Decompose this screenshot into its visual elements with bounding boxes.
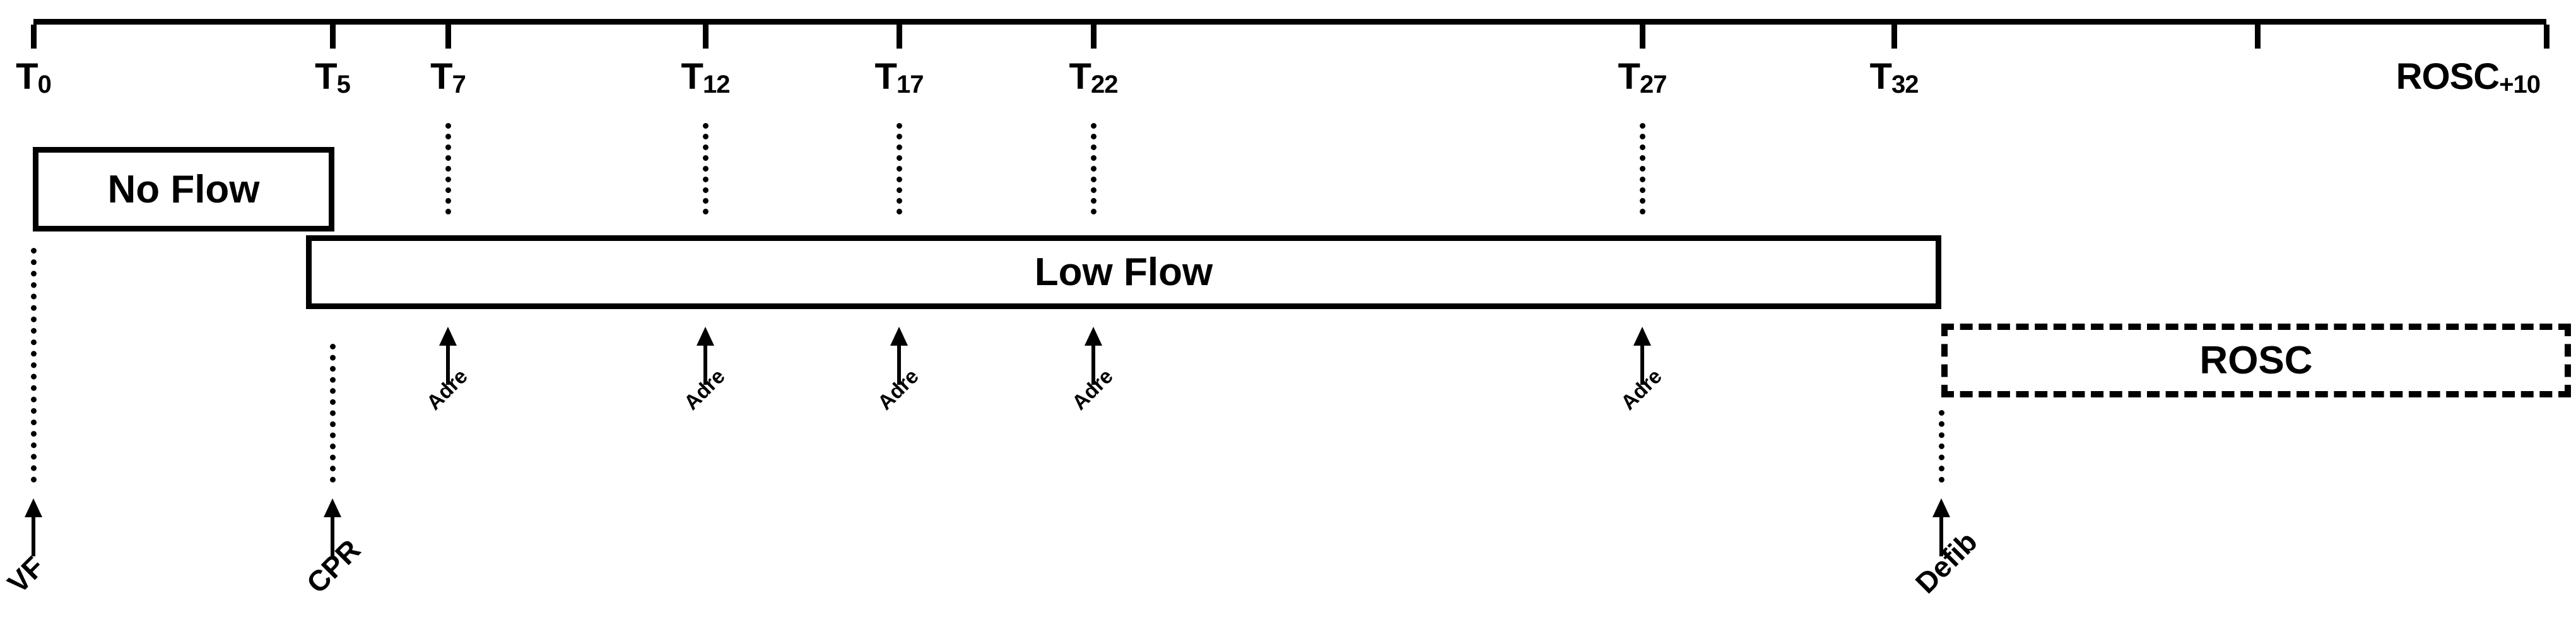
adre-t27-arrow-icon	[1630, 327, 1655, 385]
time-label-t17: T17	[874, 56, 924, 98]
time-label-t0: T0	[16, 56, 52, 98]
axis-tick-tick-unlabeled	[2255, 25, 2261, 49]
adre-t22-arrow-icon	[1081, 327, 1106, 385]
time-label-subscript: 27	[1639, 71, 1667, 98]
time-label-subscript: 12	[702, 71, 730, 98]
arrow-shaft	[1091, 343, 1095, 385]
arrow-shaft	[1939, 515, 1943, 556]
time-label-base: T	[1869, 56, 1892, 97]
arrow-head-icon	[890, 327, 908, 346]
arrow-head-icon	[697, 327, 714, 346]
arrow-head-icon	[1085, 327, 1102, 346]
axis-tick-t32	[1891, 25, 1897, 49]
time-label-subscript: 32	[1891, 71, 1919, 98]
axis-baseline	[33, 19, 2546, 25]
adre-t12-label: Adre	[679, 364, 729, 414]
time-label-t7: T7	[430, 56, 466, 98]
phase-box-no-flow: No Flow	[33, 147, 334, 231]
time-label-t32: T32	[1869, 56, 1919, 98]
phase-label-rosc: ROSC	[2199, 339, 2313, 382]
guide-t12	[703, 123, 709, 214]
time-label-t22: T22	[1069, 56, 1119, 98]
time-label-base: T	[430, 56, 452, 97]
adre-t12-arrow-icon	[693, 327, 718, 385]
vf-arrow-icon	[21, 498, 46, 556]
axis-tick-t22	[1091, 25, 1097, 49]
time-label-base: T	[16, 56, 38, 97]
phase-label-low-flow: Low Flow	[1034, 250, 1213, 294]
arrow-shaft	[446, 343, 450, 385]
arrow-head-icon	[324, 498, 341, 517]
axis-tick-t12	[703, 25, 709, 49]
guide-t0	[31, 248, 37, 483]
time-label-rosc10: ROSC+10	[2396, 56, 2541, 98]
arrow-head-icon	[1932, 498, 1950, 517]
guide-t22	[1091, 123, 1097, 214]
time-label-base: T	[1069, 56, 1091, 97]
cpr-arrow-icon	[320, 498, 345, 556]
guide-t27	[1640, 123, 1645, 214]
arrow-head-icon	[1633, 327, 1651, 346]
time-label-subscript: 22	[1090, 71, 1118, 98]
phase-box-low-flow: Low Flow	[306, 235, 1941, 309]
cpr-label: CPR	[300, 532, 367, 600]
phase-box-rosc: ROSC	[1941, 324, 2571, 397]
guide-t7	[445, 123, 451, 214]
guide-t17	[897, 123, 902, 214]
time-label-subscript: 7	[452, 71, 466, 98]
time-label-t12: T12	[681, 56, 731, 98]
phase-label-no-flow: No Flow	[107, 167, 260, 211]
vf-label: VF	[1, 550, 50, 600]
adre-t17-label: Adre	[873, 364, 923, 414]
axis-tick-t5	[330, 25, 336, 49]
guide-defib	[1939, 410, 1944, 483]
time-label-t5: T5	[315, 56, 351, 98]
adre-t22-label: Adre	[1067, 364, 1117, 414]
time-label-subscript: 5	[336, 71, 351, 98]
adre-t7-label: Adre	[421, 364, 472, 414]
time-label-subscript: 17	[896, 71, 924, 98]
time-label-subscript: +10	[2499, 71, 2541, 98]
time-label-base: T	[681, 56, 703, 97]
time-label-subscript: 0	[37, 71, 52, 98]
adre-t17-arrow-icon	[886, 327, 912, 385]
arrow-shaft	[703, 343, 707, 385]
arrow-shaft	[897, 343, 901, 385]
adre-t7-arrow-icon	[435, 327, 461, 385]
time-label-base: T	[874, 56, 897, 97]
axis-tick-t17	[897, 25, 902, 49]
axis-tick-t7	[445, 25, 451, 49]
guide-t5	[330, 344, 336, 483]
arrow-shaft	[331, 515, 334, 556]
defib-arrow-icon	[1929, 498, 1954, 556]
arrow-head-icon	[25, 498, 42, 517]
axis-tick-t0	[31, 25, 37, 49]
arrow-shaft	[32, 515, 35, 556]
time-label-base: ROSC	[2396, 56, 2500, 97]
arrow-head-icon	[439, 327, 457, 346]
arrow-shaft	[1640, 343, 1644, 385]
adre-t27-label: Adre	[1616, 364, 1666, 414]
axis-tick-rosc10	[2544, 25, 2550, 49]
axis-tick-t27	[1640, 25, 1645, 49]
time-label-t27: T27	[1618, 56, 1667, 98]
time-label-base: T	[315, 56, 337, 97]
time-label-base: T	[1618, 56, 1640, 97]
